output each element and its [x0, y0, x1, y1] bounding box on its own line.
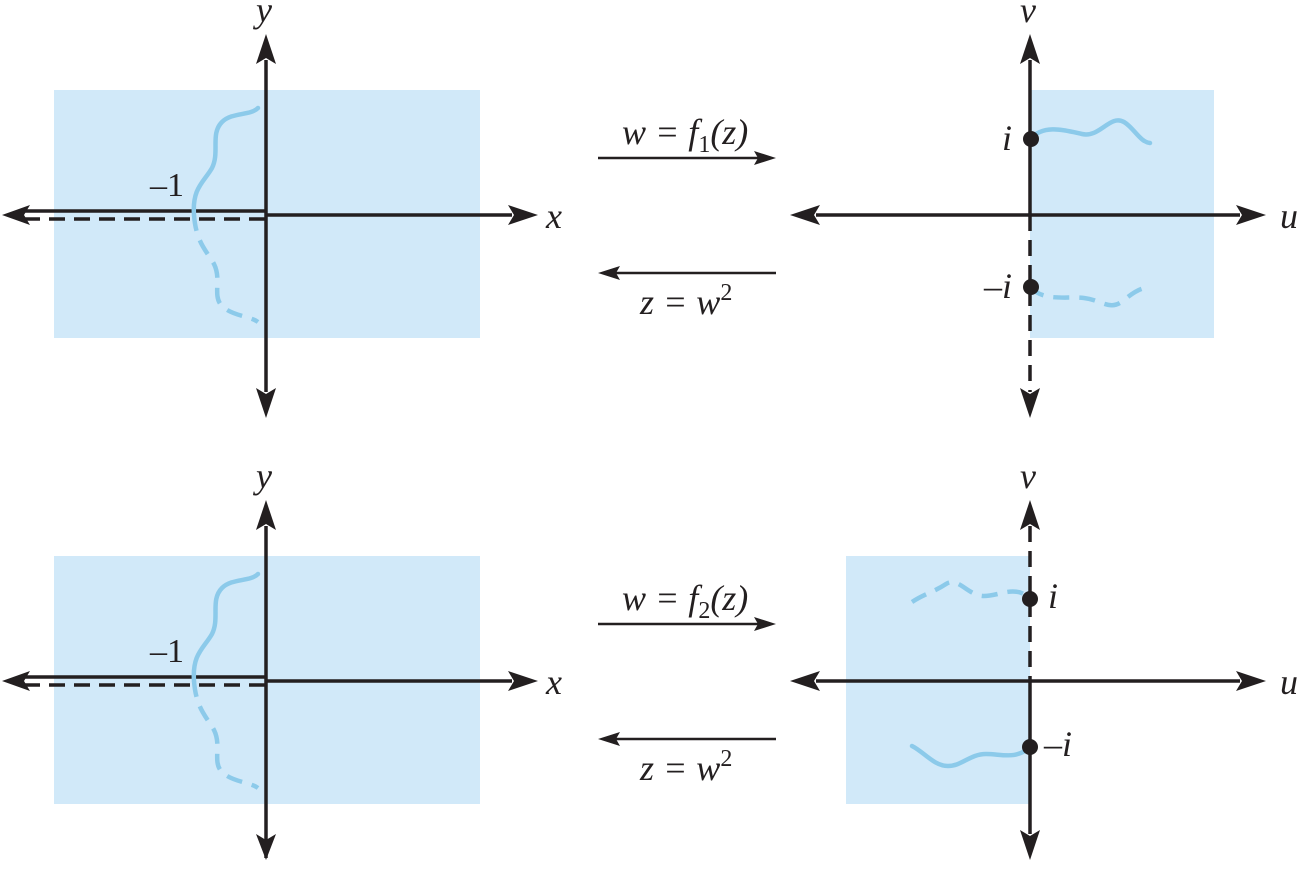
top-w-u-arrowhead-left: [790, 205, 820, 225]
bottom-w-point-minus-i: [1022, 739, 1038, 755]
bottom-w-point-i: [1022, 591, 1038, 607]
top-maps: w = f1(z) z = w2: [598, 112, 776, 322]
top-w-point-i: [1023, 131, 1039, 147]
bottom-w-point-i-label: i: [1048, 576, 1058, 616]
bottom-w-v-arrowhead-up: [1020, 500, 1040, 530]
bottom-w-v-arrowhead-down: [1020, 830, 1040, 860]
top-w-v-arrowhead-up: [1020, 34, 1040, 64]
top-w-v-arrowhead-down: [1020, 388, 1040, 418]
bottom-w-v-label: v: [1020, 456, 1036, 496]
bottom-map-forward-label: w = f2(z): [622, 578, 748, 624]
top-w-point-minus-i: [1023, 279, 1039, 295]
top-z-curve-upper: [191, 105, 261, 218]
bottom-z-curve-lower: [191, 680, 260, 790]
bottom-z-y-arrowhead-down: [256, 834, 276, 860]
top-map-backward-arrowhead: [598, 266, 620, 280]
bottom-z-y-label: y: [253, 456, 272, 496]
bottom-w-u-arrowhead-right: [1236, 671, 1266, 691]
top-z-x-label: x: [545, 196, 562, 236]
top-z-y-arrowhead-down: [256, 388, 276, 418]
top-w-plane: u v i –i: [790, 0, 1298, 418]
top-w-curve-lower: [1028, 284, 1151, 308]
top-w-u-arrowhead-right: [1236, 205, 1266, 225]
top-map-forward-label: w = f1(z): [622, 112, 748, 158]
bottom-map-forward-arrowhead: [754, 617, 776, 631]
bottom-z-x-label: x: [545, 662, 562, 702]
bottom-w-curve-upper: [910, 579, 1032, 604]
top-z-plane: x y –1: [2, 0, 562, 418]
top-w-v-label: v: [1020, 0, 1036, 30]
top-map-forward-arrowhead: [754, 151, 776, 165]
top-w-u-label: u: [1280, 196, 1298, 236]
top-w-curve-upper: [1027, 118, 1153, 146]
bottom-w-curve-lower: [909, 743, 1033, 769]
bottom-w-u-arrowhead-left: [790, 671, 820, 691]
bottom-w-point-minus-i-label: –i: [1043, 724, 1072, 764]
top-map-backward-label: z = w2: [639, 280, 732, 322]
top-z-y-label: y: [253, 0, 272, 30]
bottom-z-point-label: –1: [149, 633, 184, 670]
top-w-point-minus-i-label: –i: [983, 266, 1012, 306]
bottom-z-left-arrowhead: [2, 671, 30, 691]
top-z-y-arrowhead-up: [256, 34, 276, 64]
bottom-map-backward-arrowhead: [598, 732, 620, 746]
bottom-z-curve-upper: [191, 571, 261, 684]
bottom-map-backward-label: z = w2: [639, 746, 732, 788]
bottom-maps: w = f2(z) z = w2: [598, 578, 776, 788]
bottom-z-x-arrowhead: [508, 671, 538, 691]
top-z-point-label: –1: [149, 167, 184, 204]
bottom-z-plane: x y –1: [2, 456, 562, 860]
bottom-w-plane: u v i –i: [790, 456, 1298, 860]
bottom-z-y-arrowhead-up: [256, 500, 276, 530]
top-z-left-arrowhead: [2, 205, 30, 225]
top-w-point-i-label: i: [1002, 118, 1012, 158]
top-z-x-arrowhead: [508, 205, 538, 225]
bottom-w-u-label: u: [1280, 662, 1298, 702]
top-z-curve-lower: [191, 214, 260, 324]
